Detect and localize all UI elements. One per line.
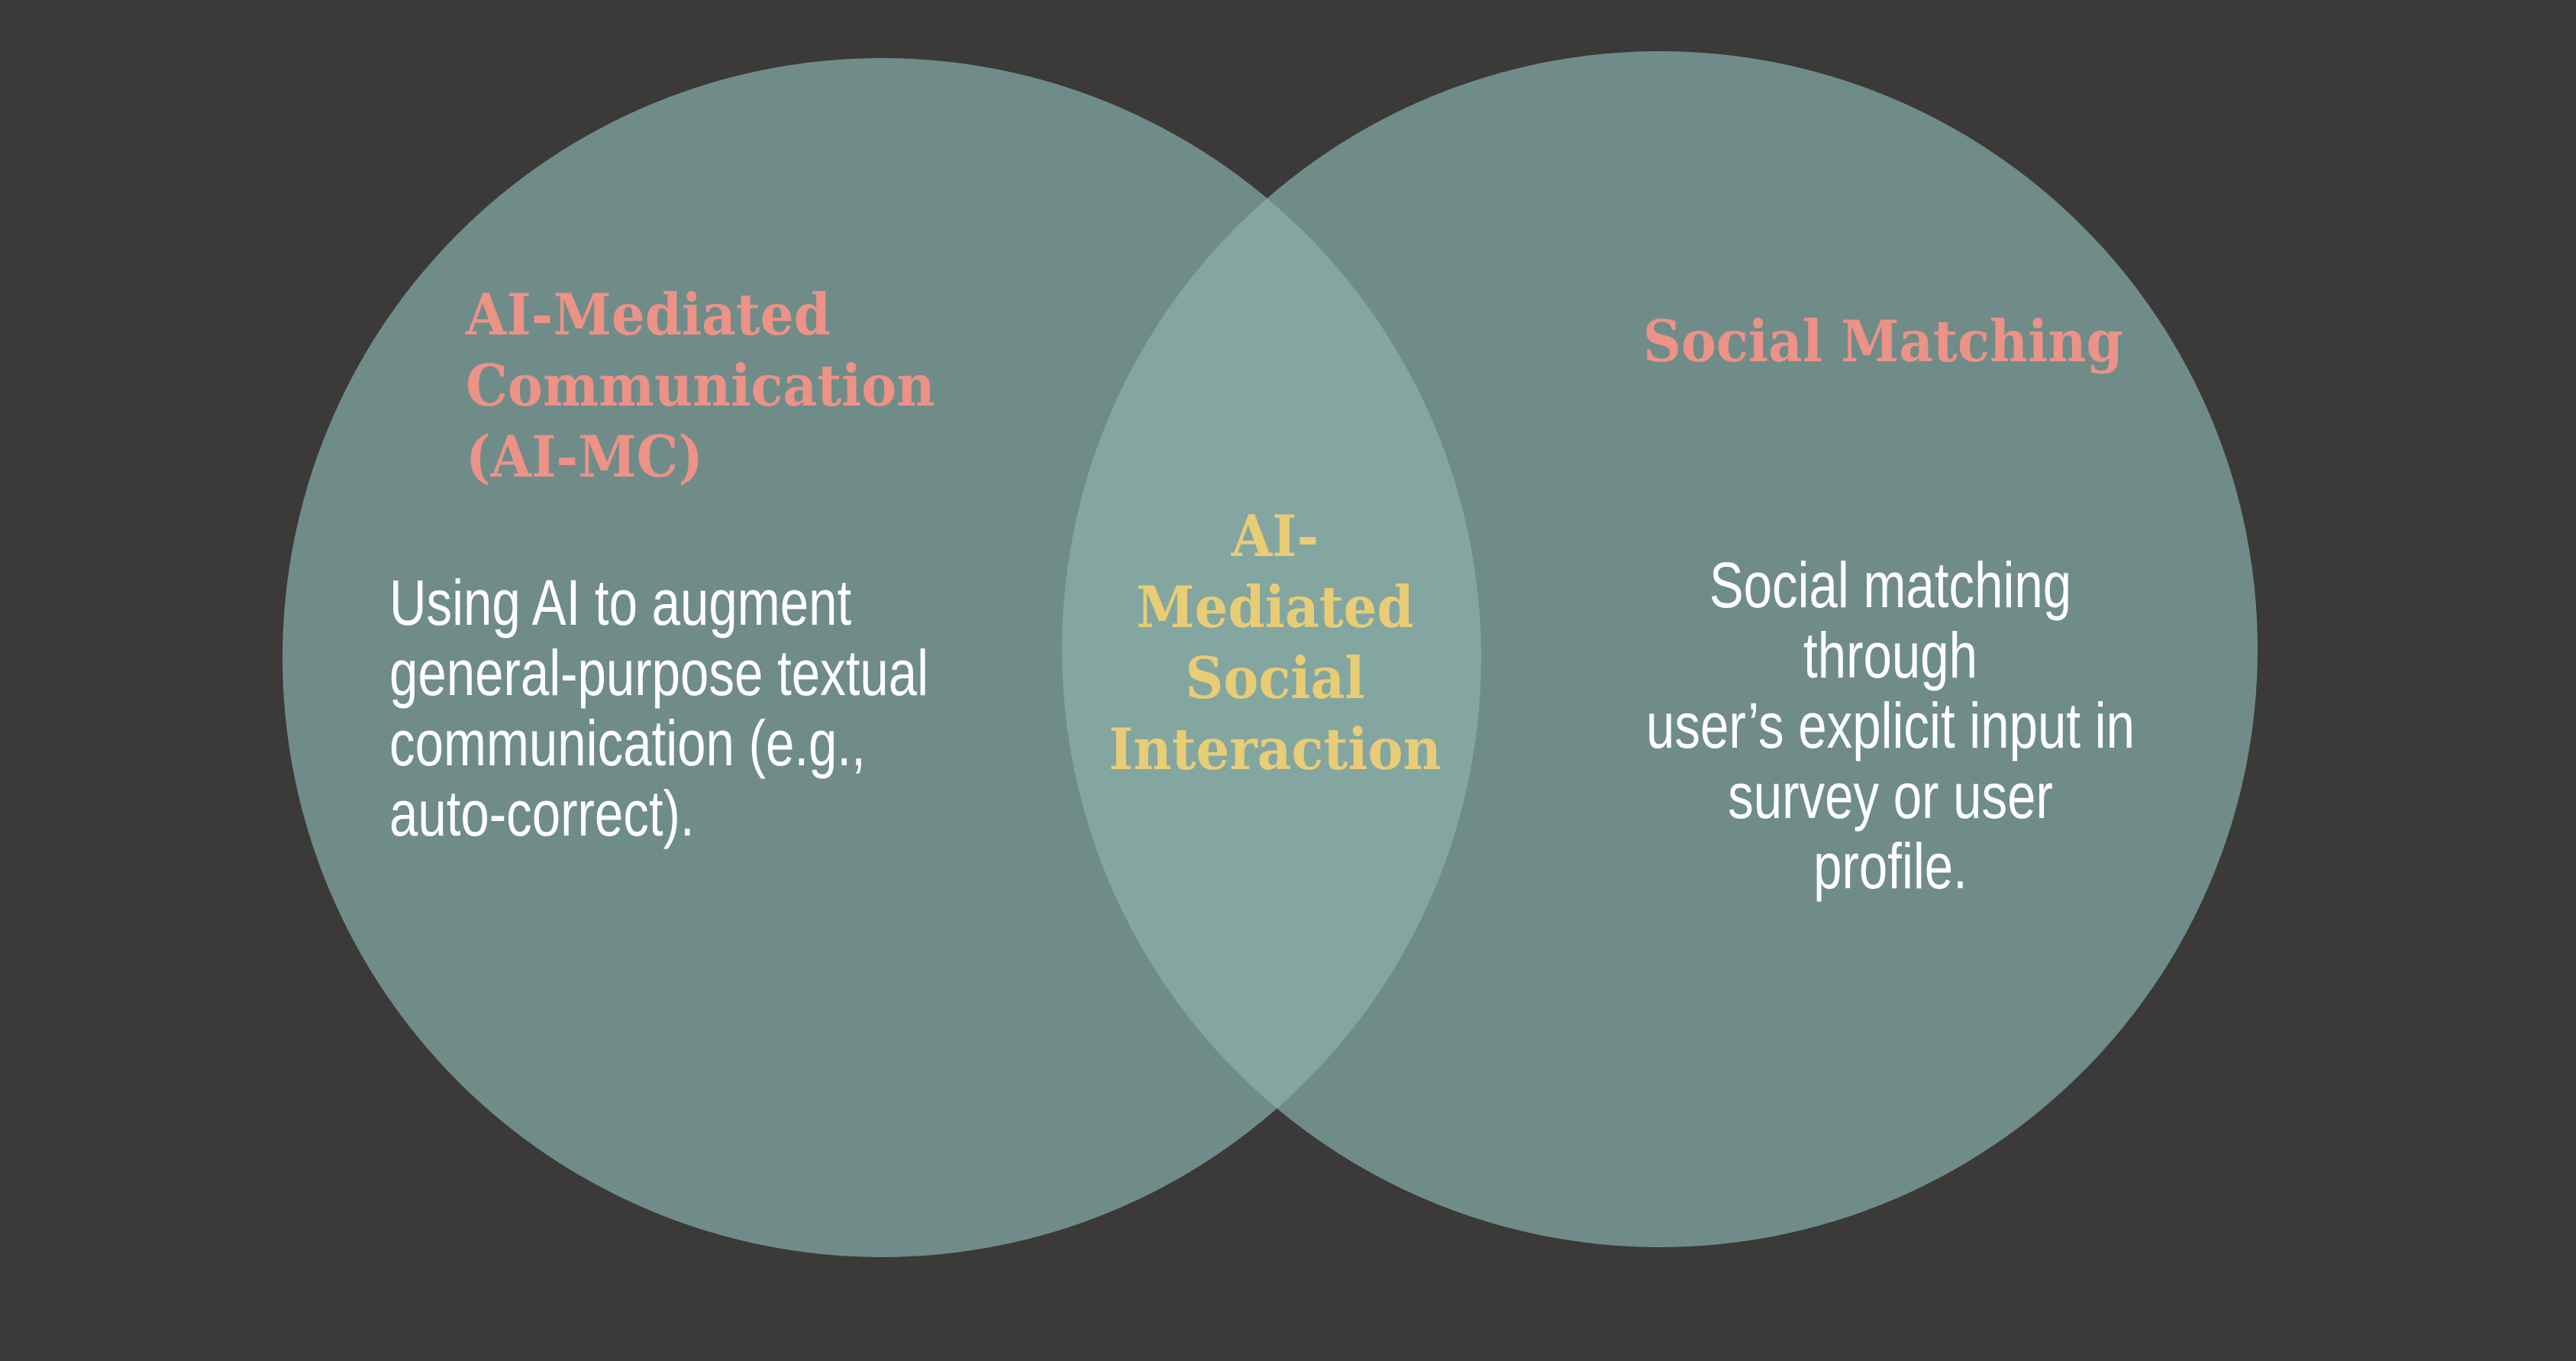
right-circle-title: Social Matching	[1643, 308, 2123, 375]
left-circle-description: Using AI to augment general-purpose text…	[389, 567, 929, 849]
intersection-label: AI- Mediated Social Interaction	[1109, 503, 1441, 783]
overlap-lens	[1062, 58, 1481, 1247]
right-circle-description: Social matching through user’s explicit …	[1646, 549, 2135, 902]
left-circle-title: AI-Mediated Communication (AI-MC)	[466, 281, 935, 490]
